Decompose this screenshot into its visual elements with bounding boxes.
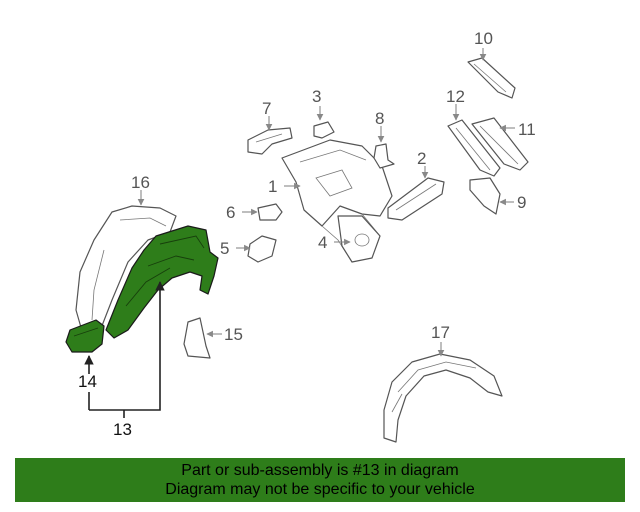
callout-10: 10: [474, 29, 493, 48]
banner-line-2: Diagram may not be specific to your vehi…: [165, 481, 475, 498]
part-14-highlighted: [65, 319, 105, 353]
part-10: 10: [467, 29, 516, 99]
part-3: 3: [312, 87, 335, 139]
callout-11: 11: [518, 120, 536, 139]
part-1: 1: [268, 139, 393, 263]
callout-12: 12: [446, 87, 465, 106]
part-2: 2: [387, 149, 445, 221]
callout-15: 15: [224, 325, 243, 344]
callout-16: 16: [131, 173, 150, 192]
callout-7: 7: [262, 99, 271, 118]
info-banner: Part or sub-assembly is #13 in diagram D…: [15, 458, 625, 502]
callout-6: 6: [226, 203, 235, 222]
callout-17: 17: [431, 323, 450, 342]
callout-3: 3: [312, 87, 321, 106]
callout-1: 1: [268, 177, 277, 196]
callout-13-bracket: 13 14: [78, 281, 165, 439]
callout-9: 9: [517, 193, 526, 212]
callout-2: 2: [417, 149, 426, 168]
part-15: 15: [183, 317, 243, 359]
banner-line-1: Part or sub-assembly is #13 in diagram: [181, 462, 459, 479]
part-17: 17: [383, 323, 503, 443]
callout-4: 4: [318, 233, 327, 252]
part-11: 11: [471, 117, 536, 171]
part-5: 5: [220, 235, 277, 263]
callout-8: 8: [375, 109, 384, 128]
part-7: 7: [247, 99, 293, 155]
parts-diagram: 10 12 11 9 2 1 4: [65, 29, 536, 443]
callout-13: 13: [113, 420, 132, 439]
part-6: 6: [226, 203, 283, 222]
part-12: 12: [446, 87, 501, 177]
callout-5: 5: [220, 239, 229, 258]
part-8: 8: [373, 109, 395, 169]
part-9: 9: [469, 177, 526, 215]
callout-14: 14: [78, 372, 97, 391]
part-4: 4: [318, 233, 351, 252]
part-16: 16: [75, 173, 177, 339]
